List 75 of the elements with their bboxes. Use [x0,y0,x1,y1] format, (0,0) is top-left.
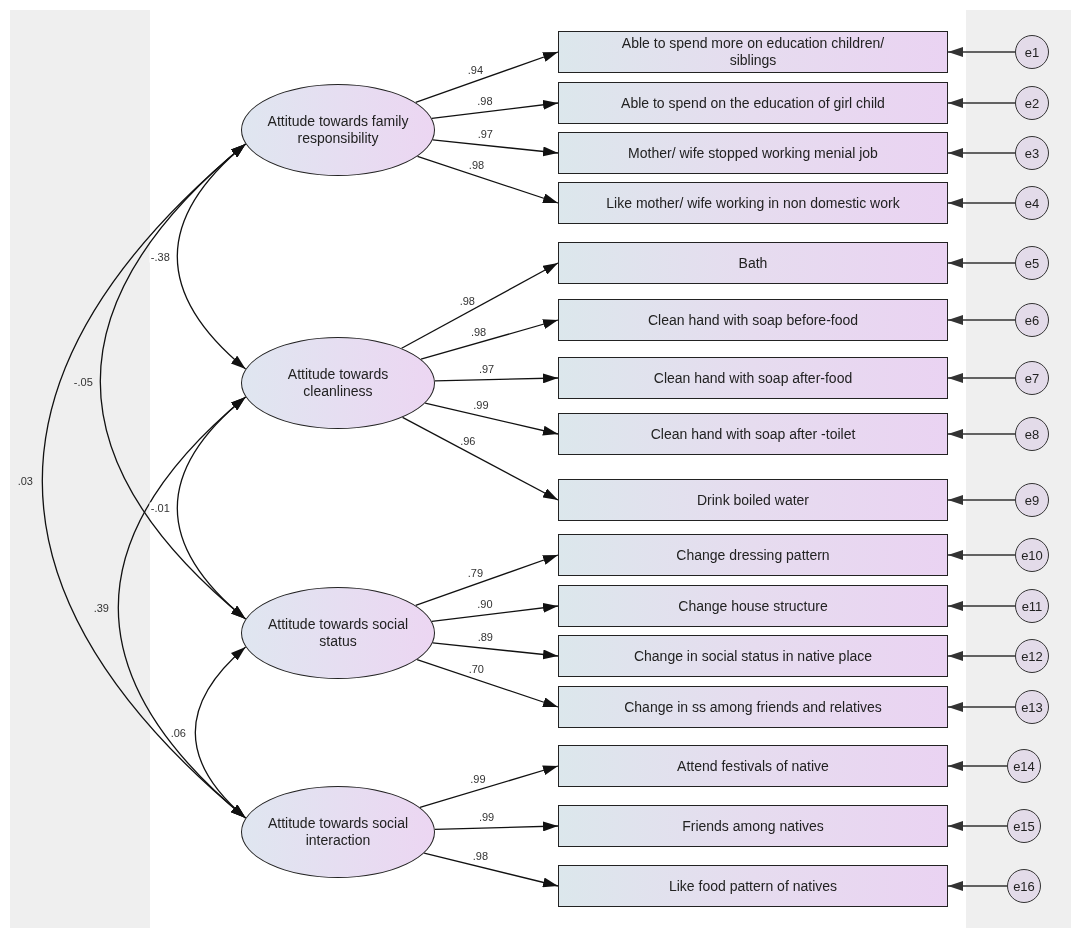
edge-label: .79 [466,567,485,579]
observed-variable-box: Drink boiled water [558,479,948,521]
arrow [420,319,559,360]
observed-variable-box: Mother/ wife stopped working menial job [558,132,948,174]
edge-label: .99 [477,811,496,823]
arrow [432,139,559,157]
observed-variable-box: Change dressing pattern [558,534,948,576]
edge-label: .94 [466,64,485,76]
edge-label: .97 [476,128,494,140]
arrow [947,651,1016,661]
edge-label: .97 [477,363,496,375]
arrow [416,658,559,708]
observed-variable-box: Bath [558,242,948,284]
edge-label: .39 [92,602,110,613]
arrow [401,416,559,501]
arrow [947,148,1016,158]
edge-label: .70 [467,663,485,674]
arrow [947,881,1008,891]
edge-label: -.05 [72,376,94,387]
arrow [432,642,559,660]
edge-label: .99 [472,399,490,411]
observed-variable-box: Like food pattern of natives [558,865,948,907]
arrow [947,761,1008,771]
observed-variable-box: Friends among natives [558,805,948,847]
latent-variable-ellipse: Attitude towards family responsibility [241,84,435,176]
arrow [415,554,559,607]
observed-variable-box: Clean hand with soap before-food [558,299,948,341]
observed-variable-box: Clean hand with soap after-food [558,357,948,399]
arrow [947,47,1016,57]
arrow [947,198,1016,208]
edge-label: .89 [476,631,494,643]
edge-label: .99 [469,773,487,785]
arrow [431,602,559,623]
arrow [424,402,559,436]
arrow [423,852,559,888]
latent-variable-ellipse: Attitude towards social status [241,587,435,679]
arrow [947,702,1016,712]
arrow [947,98,1016,108]
arrow [415,51,559,104]
edge-label: .06 [169,727,187,738]
edge-label: .98 [471,850,489,862]
observed-variable-box: Attend festivals of native [558,745,948,787]
edge-label: .03 [16,475,34,487]
arrow [434,373,559,384]
edge-label: .96 [459,435,477,447]
arrow [431,99,559,120]
edge-label: .98 [469,326,488,338]
observed-variable-box: Change house structure [558,585,948,627]
observed-variable-box: Like mother/ wife working in non domestic work [558,182,948,224]
arrow [947,550,1016,560]
observed-variable-box: Able to spend on the education of girl child [558,82,948,124]
arrow [401,262,559,349]
arrow [947,429,1016,439]
arrow [947,495,1016,505]
correlation-arrow [194,646,247,819]
edge-label: .98 [458,295,476,307]
arrow [419,765,559,809]
edge-label: .98 [476,95,494,107]
observed-variable-box: Change in social status in native place [558,635,948,677]
arrow [434,821,559,832]
arrow [947,315,1016,325]
edge-label: -.38 [149,251,171,262]
observed-variable-box: Change in ss among friends and relatives [558,686,948,728]
arrow [947,821,1008,831]
arrow [947,601,1016,611]
observed-variable-box: Able to spend more on education children/ siblings [558,31,948,73]
edge-label: .98 [467,159,486,171]
arrow [947,258,1016,268]
arrow [947,373,1016,383]
latent-variable-ellipse: Attitude towards cleanliness [241,337,435,429]
observed-variable-box: Clean hand with soap after -toilet [558,413,948,455]
edge-label: -.01 [149,502,171,514]
latent-variable-ellipse: Attitude towards social interaction [241,786,435,878]
arrow [416,155,559,204]
edge-label: .90 [476,598,494,610]
